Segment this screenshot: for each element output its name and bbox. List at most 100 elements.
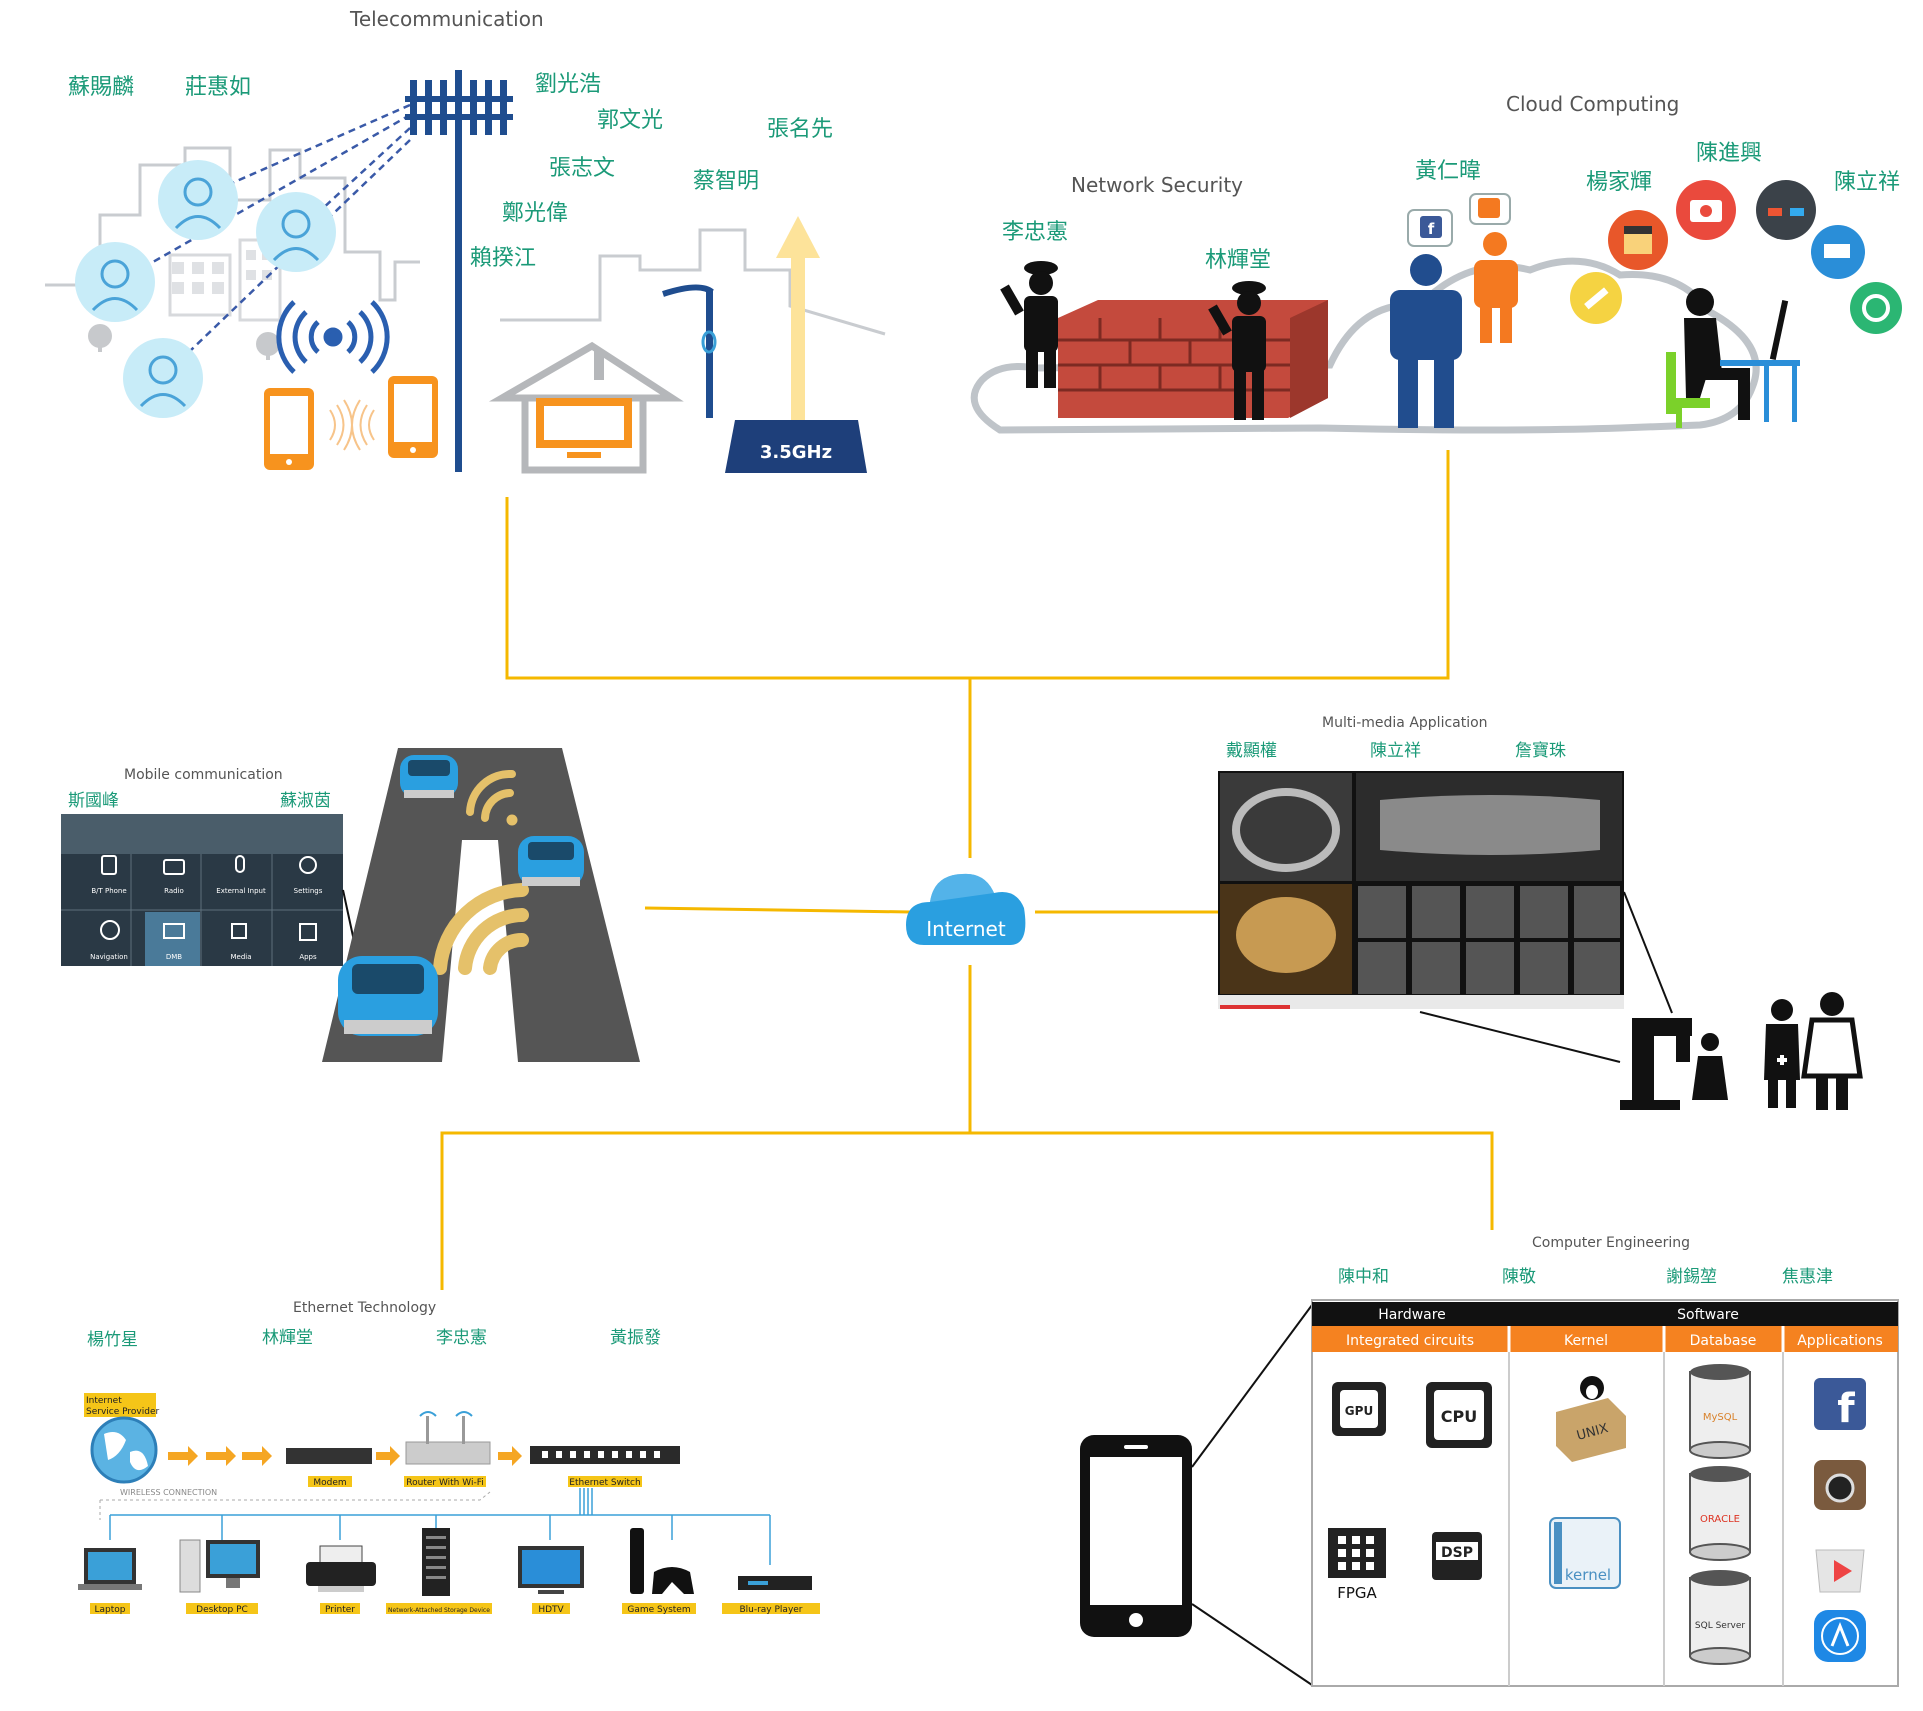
laptop-icon [78,1548,142,1590]
person-label: 劉光浩 [535,72,601,97]
person-label: 蘇淑茵 [280,791,331,811]
menu-label: Radio [164,887,184,895]
svg-text:f: f [1837,1386,1855,1432]
header-hardware: Hardware [1378,1307,1446,1323]
nfc-waves-icon [329,399,375,451]
person-label: 蘇賜麟 [68,75,134,100]
person-label: 謝錫堃 [1666,1267,1717,1287]
person-label: 詹寶珠 [1515,740,1566,761]
car-icon [338,956,438,1036]
person-label: 莊惠如 [185,75,251,100]
person-label: 斯國峰 [68,791,119,811]
person-label: 戴顯權 [1226,741,1277,761]
city-windows [172,250,272,294]
subheader: Kernel [1564,1333,1608,1349]
cpu-chip-icon: CPU [1426,1382,1492,1448]
svg-text:Internet: Internet [86,1396,122,1406]
user-icon [158,160,238,240]
pointer-line [1191,1304,1313,1468]
subheader: Database [1690,1333,1757,1349]
arrows-icon [168,1446,522,1466]
person-label: 陳立祥 [1370,741,1421,761]
menu-label: External Input [216,887,266,895]
person-label: 陳敬 [1502,1267,1536,1287]
database-icon: MySQL [1689,1364,1751,1459]
svg-text:MySQL: MySQL [1703,1412,1738,1423]
unix-box-icon: UNIX [1556,1376,1626,1462]
pointer-line [1623,891,1673,1014]
isp-label: Internet Service Provider [84,1393,159,1417]
person-label: 陳中和 [1338,1267,1389,1287]
header-software: Software [1677,1307,1739,1323]
car-icon [518,836,584,886]
game-console-icon [630,1528,694,1594]
wifi-signal-icon [433,769,529,975]
user-figure-blue [1390,254,1462,428]
app-store-icon [1814,1610,1866,1662]
device-label: Network-Attached Storage Device [386,1603,492,1614]
user-figure-orange [1474,232,1518,343]
device-label: Desktop PC [186,1603,258,1615]
router-icon: Router With Wi-Fi [404,1411,491,1488]
svg-text:kernel: kernel [1565,1566,1611,1584]
internet-cloud-icon: Internet [906,873,1026,945]
person-label: 郭文光 [597,108,663,133]
ethernet-cables [109,1488,771,1565]
menu-label: Settings [294,887,323,895]
ethernet-section: Ethernet Technology 楊竹星 林輝堂 李忠憲 黃振發 Inte… [78,1300,820,1615]
projector-app-icon [1811,225,1865,279]
menu-label: B/T Phone [91,887,126,895]
svg-text:Modem: Modem [313,1478,346,1488]
user-icons [75,160,336,418]
internet-label: Internet [926,917,1006,941]
car-icon [400,755,458,798]
band-label-box: 3.5GHz [725,420,867,473]
phone-icon [388,376,438,458]
kernel-logo-icon: kernel [1549,1517,1621,1589]
tv-icon [518,1546,584,1594]
person-label: 黃仁暐 [1415,159,1481,184]
film-app-icon [1850,282,1902,334]
multimedia-section: Multi-media Application 戴顯權 陳立祥 詹寶珠 [1218,715,1863,1110]
head-unit-screen: B/T Phone Radio External Input Settings … [61,814,343,966]
bluray-icon [738,1576,812,1590]
wireless-dashed-line [100,1491,491,1501]
svg-text:Blu-ray Player: Blu-ray Player [739,1605,802,1615]
pointer-line [1419,1011,1621,1063]
mobile-section: Mobile communication 斯國峰 蘇淑茵 B/T Pho [61,748,640,1062]
xray-machine-icon [1620,1018,1728,1110]
device-label: Blu-ray Player [722,1603,820,1615]
device-label: HDTV [532,1603,570,1615]
doctor-icon [1801,992,1863,1110]
user-icon [256,192,336,272]
play-store-icon [1815,1549,1865,1593]
cloud-section: Network Security Cloud Computing [970,92,1902,434]
subheader: Integrated circuits [1346,1333,1474,1349]
gpu-chip-icon: GPU [1332,1382,1386,1436]
person-label: 李忠憲 [436,1327,487,1348]
svg-text:HDTV: HDTV [538,1605,564,1615]
instagram-icon [1814,1460,1866,1510]
device-label: Game System [622,1603,696,1615]
telecom-title: Telecommunication [349,7,544,31]
modem-icon: Modem [286,1448,372,1488]
person-label: 張名先 [767,117,833,142]
desk-worker-icon [1666,288,1800,428]
menu-icons [100,855,317,941]
pen-app-icon [1570,272,1622,324]
firewall-icon [1058,300,1328,418]
svg-text:f: f [1428,220,1435,238]
mobile-title: Mobile communication [124,767,283,783]
pointer-line [1191,1603,1313,1686]
dsp-chip-icon: DSP [1432,1532,1482,1580]
person-label: 楊竹星 [87,1330,138,1350]
desktop-icon [179,1539,260,1593]
user-icon [123,338,203,418]
nurse-icon [1764,999,1800,1108]
phone-icon [264,388,314,470]
switch-icon: Ethernet Switch [530,1446,680,1488]
menu-label: Navigation [90,953,128,961]
user-icon [75,242,155,322]
svg-text:DSP: DSP [1441,1545,1473,1561]
home-skyline [500,228,886,336]
